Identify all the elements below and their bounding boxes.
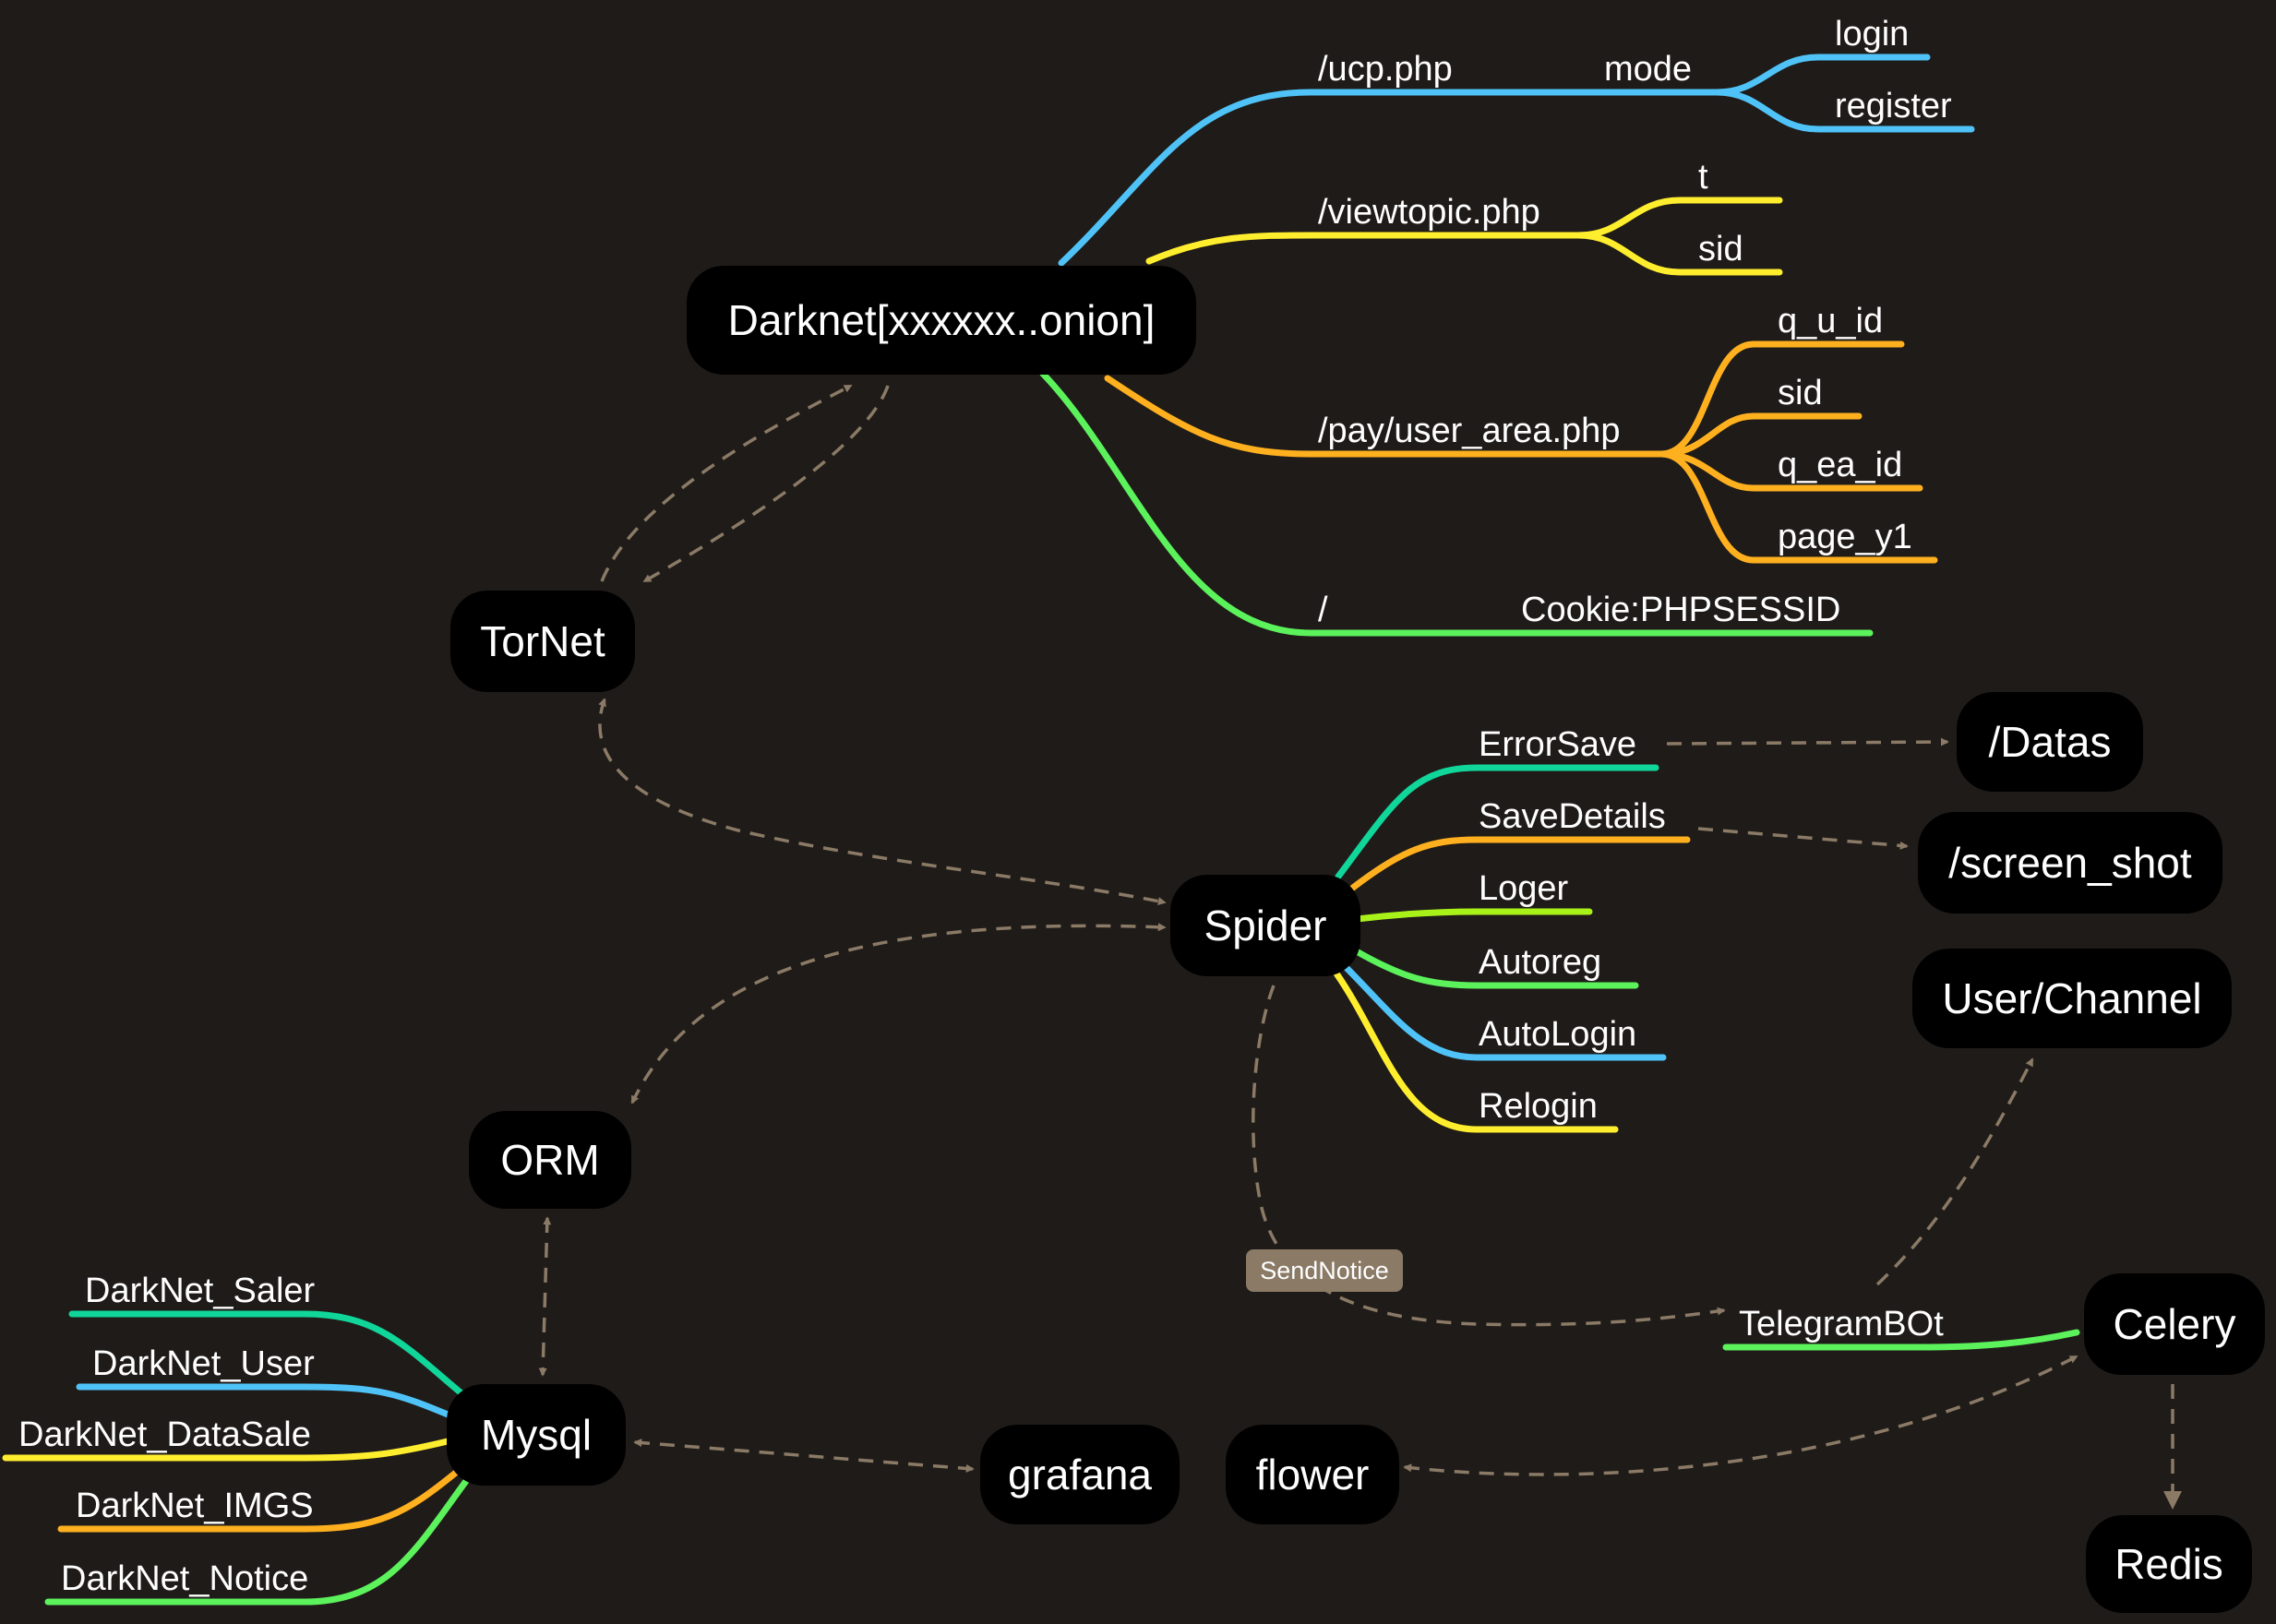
branch-saler [68, 1310, 465, 1397]
label-viewtopic: /viewtopic.php [1318, 193, 1540, 232]
branch-savedetails [1346, 836, 1691, 894]
label-sid: sid [1698, 230, 1743, 269]
edge-orm-spider [630, 923, 1167, 1105]
branch-notice [44, 1477, 470, 1606]
node-celery[interactable]: Celery [2084, 1273, 2265, 1375]
label-autoreg: Autoreg [1479, 943, 1602, 982]
label-cookie: Cookie:PHPSESSID [1521, 591, 1841, 629]
branch-ucp [1058, 89, 1720, 267]
node-orm[interactable]: ORM [469, 1111, 631, 1209]
branch-q-u-id [1658, 340, 1905, 458]
edge-flower-celery [1403, 1355, 2078, 1476]
branch-viewtopic [1145, 232, 1582, 265]
node-mysql[interactable]: Mysql [447, 1384, 626, 1486]
label-user: DarkNet_User [92, 1344, 315, 1383]
label-autologin: AutoLogin [1479, 1015, 1637, 1054]
branch-telegrambot [1722, 1329, 2080, 1351]
label-errorsave: ErrorSave [1479, 725, 1637, 764]
edge-tornet-spider [598, 698, 1167, 906]
branch-root [1039, 370, 1874, 637]
label-loger: Loger [1479, 869, 1569, 908]
node-datas[interactable]: /Datas [1957, 692, 2143, 792]
node-redis[interactable]: Redis [2086, 1515, 2252, 1613]
label-savedetails: SaveDetails [1479, 797, 1666, 836]
label-mode: mode [1604, 50, 1693, 89]
edge-errorsave-datas [1666, 737, 1949, 746]
label-ucp: /ucp.php [1318, 50, 1453, 89]
branch-imgs [57, 1468, 461, 1533]
label-root: / [1318, 591, 1328, 629]
label-telegrambot: TelegramBOt [1739, 1305, 1944, 1343]
branch-loger [1353, 908, 1593, 923]
edge-darknet-to-tornet [642, 385, 890, 583]
label-pay-sid: sid [1778, 374, 1823, 412]
branch-pay [1104, 375, 1665, 458]
branch-register [1713, 89, 1975, 133]
label-relogin: Relogin [1479, 1087, 1598, 1126]
label-login: login [1835, 15, 1910, 54]
node-grafana[interactable]: grafana [980, 1425, 1180, 1524]
label-datasale: DarkNet_DataSale [18, 1415, 311, 1454]
branch-errorsave [1335, 764, 1659, 880]
node-flower[interactable]: flower [1226, 1425, 1399, 1524]
node-tornet[interactable]: TorNet [450, 591, 635, 692]
edge-orm-mysql [538, 1216, 552, 1377]
branch-autologin [1342, 963, 1667, 1061]
node-spider[interactable]: Spider [1170, 875, 1360, 976]
edge-tornet-to-darknet [600, 384, 853, 582]
edge-savedetails-screenshot [1697, 827, 1909, 850]
badge-sendnotice: SendNotice [1246, 1249, 1403, 1292]
branch-datasale [2, 1438, 451, 1462]
label-register: register [1835, 87, 1952, 125]
edge-telegrambot-userchannel [1875, 1057, 2034, 1286]
edge-mysql-grafana [633, 1439, 975, 1473]
label-pay: /pay/user_area.php [1318, 412, 1621, 450]
node-screen-shot[interactable]: /screen_shot [1918, 812, 2222, 914]
branch-autoreg [1351, 947, 1639, 989]
label-imgs: DarkNet_IMGS [76, 1487, 314, 1525]
branch-sid [1575, 232, 1783, 276]
branch-relogin [1333, 970, 1619, 1133]
node-user-channel[interactable]: User/Channel [1912, 949, 2232, 1048]
node-darknet[interactable]: Darknet[xxxxxx..onion] [687, 266, 1196, 375]
label-q-ea-id: q_ea_id [1778, 446, 1903, 484]
branch-t [1575, 197, 1783, 239]
label-t: t [1698, 158, 1708, 197]
label-q-u-id: q_u_id [1778, 302, 1884, 340]
label-saler: DarkNet_Saler [85, 1272, 316, 1310]
label-notice: DarkNet_Notice [61, 1559, 309, 1598]
branch-user [76, 1383, 456, 1420]
label-page-y1: page_y1 [1778, 518, 1912, 556]
branch-page-y1 [1658, 450, 1938, 564]
